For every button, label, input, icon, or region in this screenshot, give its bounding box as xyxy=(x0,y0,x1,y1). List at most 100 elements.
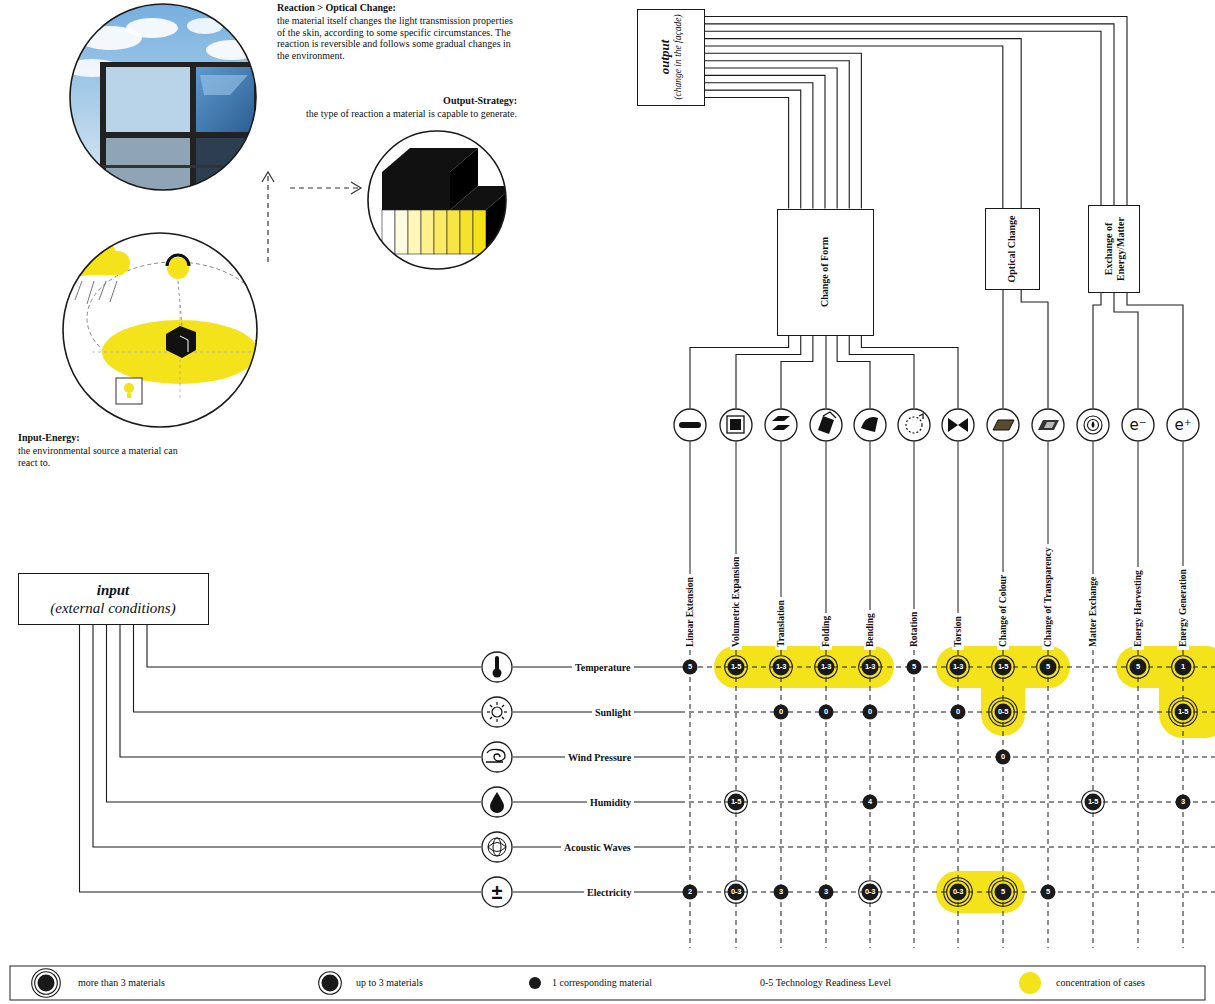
connector-wire xyxy=(781,336,813,409)
strategy-icon xyxy=(906,417,922,433)
legend-swatch xyxy=(519,967,551,999)
input-icon xyxy=(495,656,499,670)
readiness-level: 1-5 xyxy=(991,655,1015,679)
input-energy-figure xyxy=(76,262,122,275)
node-outline xyxy=(774,705,789,720)
legend-symbol xyxy=(32,969,61,998)
facade-photo xyxy=(100,165,265,168)
material-dot: 0-3 xyxy=(858,880,882,904)
input-energy: Acoustic Waves xyxy=(481,831,513,863)
facade-photo xyxy=(126,18,178,38)
material-dot: 0 xyxy=(950,704,966,720)
node-outline xyxy=(1169,698,1198,727)
box-text: Exchange of Energy/Matter xyxy=(1103,211,1126,287)
readiness-level: 3 xyxy=(773,884,789,900)
matrix-grid xyxy=(914,650,915,948)
node-outline xyxy=(1037,656,1060,679)
icon-text: e⁺ xyxy=(1166,408,1200,442)
node-outline xyxy=(683,660,698,675)
input-icon xyxy=(496,702,497,705)
box-text: Change of Form xyxy=(819,237,831,307)
output-strategy: Torsion xyxy=(941,408,975,442)
output-strategy: Bending xyxy=(853,408,887,442)
dashed-arrow xyxy=(262,172,274,182)
material-dot: 3 xyxy=(1175,794,1191,810)
node-shape xyxy=(941,408,975,442)
material-dot: 1-5 xyxy=(991,655,1015,679)
dashed-arrow xyxy=(262,172,361,262)
input-energy-figure xyxy=(75,281,82,300)
input-energy: Temperature xyxy=(481,651,513,683)
legend-swatch xyxy=(1019,972,1041,994)
material-dot: 1 xyxy=(1171,655,1195,679)
node-outline xyxy=(1032,409,1064,441)
facade-photo xyxy=(70,4,256,190)
strategy-icon xyxy=(1084,416,1102,434)
strategy-icon xyxy=(772,416,790,421)
legend-text: 0-5 Technology Readiness Level xyxy=(760,977,891,989)
node-outline xyxy=(482,742,512,772)
matrix-grid xyxy=(680,892,1215,893)
connector-wire xyxy=(80,625,482,892)
energy-label: Wind Pressure xyxy=(565,751,634,764)
icon-text: e⁻ xyxy=(1121,408,1155,442)
input-energy-figure xyxy=(110,281,117,302)
annotation-text: the environmental source a material can … xyxy=(18,445,188,468)
input-energy-figure xyxy=(127,393,131,398)
legend-swatch xyxy=(314,967,346,999)
node-outline xyxy=(765,409,797,441)
node-outline xyxy=(482,697,512,727)
input-energy: Humidity xyxy=(481,786,513,818)
readiness-level: 0 xyxy=(950,704,966,720)
annotation-text: the material itself changes the light tr… xyxy=(277,15,522,61)
input-box: input(external conditions) xyxy=(18,573,209,625)
matrix-grid xyxy=(680,650,1215,948)
material-dot: 0 xyxy=(773,704,789,720)
node-outline xyxy=(947,656,970,679)
readiness-level: 1-5 xyxy=(1168,697,1198,727)
node-outline xyxy=(859,656,882,679)
output-strategy: e⁻Energy Harvesting xyxy=(1121,408,1155,442)
facade-photo xyxy=(106,67,190,132)
strategy-icon xyxy=(727,416,744,433)
node-outline xyxy=(482,787,512,817)
output-strategy-figure xyxy=(382,210,395,254)
strategy-label: Matter Exchange xyxy=(1087,574,1099,650)
material-dot: 1-5 xyxy=(1168,697,1198,727)
material-dot: 1-3 xyxy=(858,655,882,679)
annotation-text: the type of reaction a material is capab… xyxy=(302,108,517,120)
connector-wire xyxy=(849,336,914,409)
node-outline xyxy=(819,885,834,900)
strategy-label: Linear Extension xyxy=(684,574,696,650)
energy-label: Temperature xyxy=(572,661,634,674)
facade-photo xyxy=(64,2,265,202)
node-shape xyxy=(1031,408,1065,442)
input-energy-figure xyxy=(99,281,106,300)
material-dot: 0 xyxy=(862,704,878,720)
rotated-text-frame: Exchange of Energy/Matter xyxy=(1103,211,1126,287)
node-outline xyxy=(720,409,752,441)
node-shape xyxy=(986,408,1020,442)
material-dot: 3 xyxy=(773,884,789,900)
node-shape xyxy=(809,408,843,442)
material-dot: 1-5 xyxy=(1081,790,1105,814)
energy-label: Sunlight xyxy=(592,706,634,719)
readiness-level: 1-3 xyxy=(814,655,838,679)
node-shape xyxy=(719,408,753,442)
connector-wire xyxy=(1114,293,1138,408)
node-outline xyxy=(987,409,1019,441)
connector-wire xyxy=(93,625,481,847)
matrix-grid xyxy=(1138,650,1139,948)
material-dot: 0 xyxy=(995,749,1011,765)
strategy-icon xyxy=(679,422,701,428)
legend-symbol xyxy=(319,972,342,995)
node-outline xyxy=(854,409,886,441)
readiness-level: 4 xyxy=(862,794,878,810)
facade-photo xyxy=(68,168,100,198)
strategy-label: Energy Harvesting xyxy=(1132,567,1144,650)
node-outline xyxy=(989,698,1018,727)
input-energy-figure xyxy=(102,320,258,384)
material-dot: 0 xyxy=(818,704,834,720)
category-box: Optical Change xyxy=(985,208,1040,290)
